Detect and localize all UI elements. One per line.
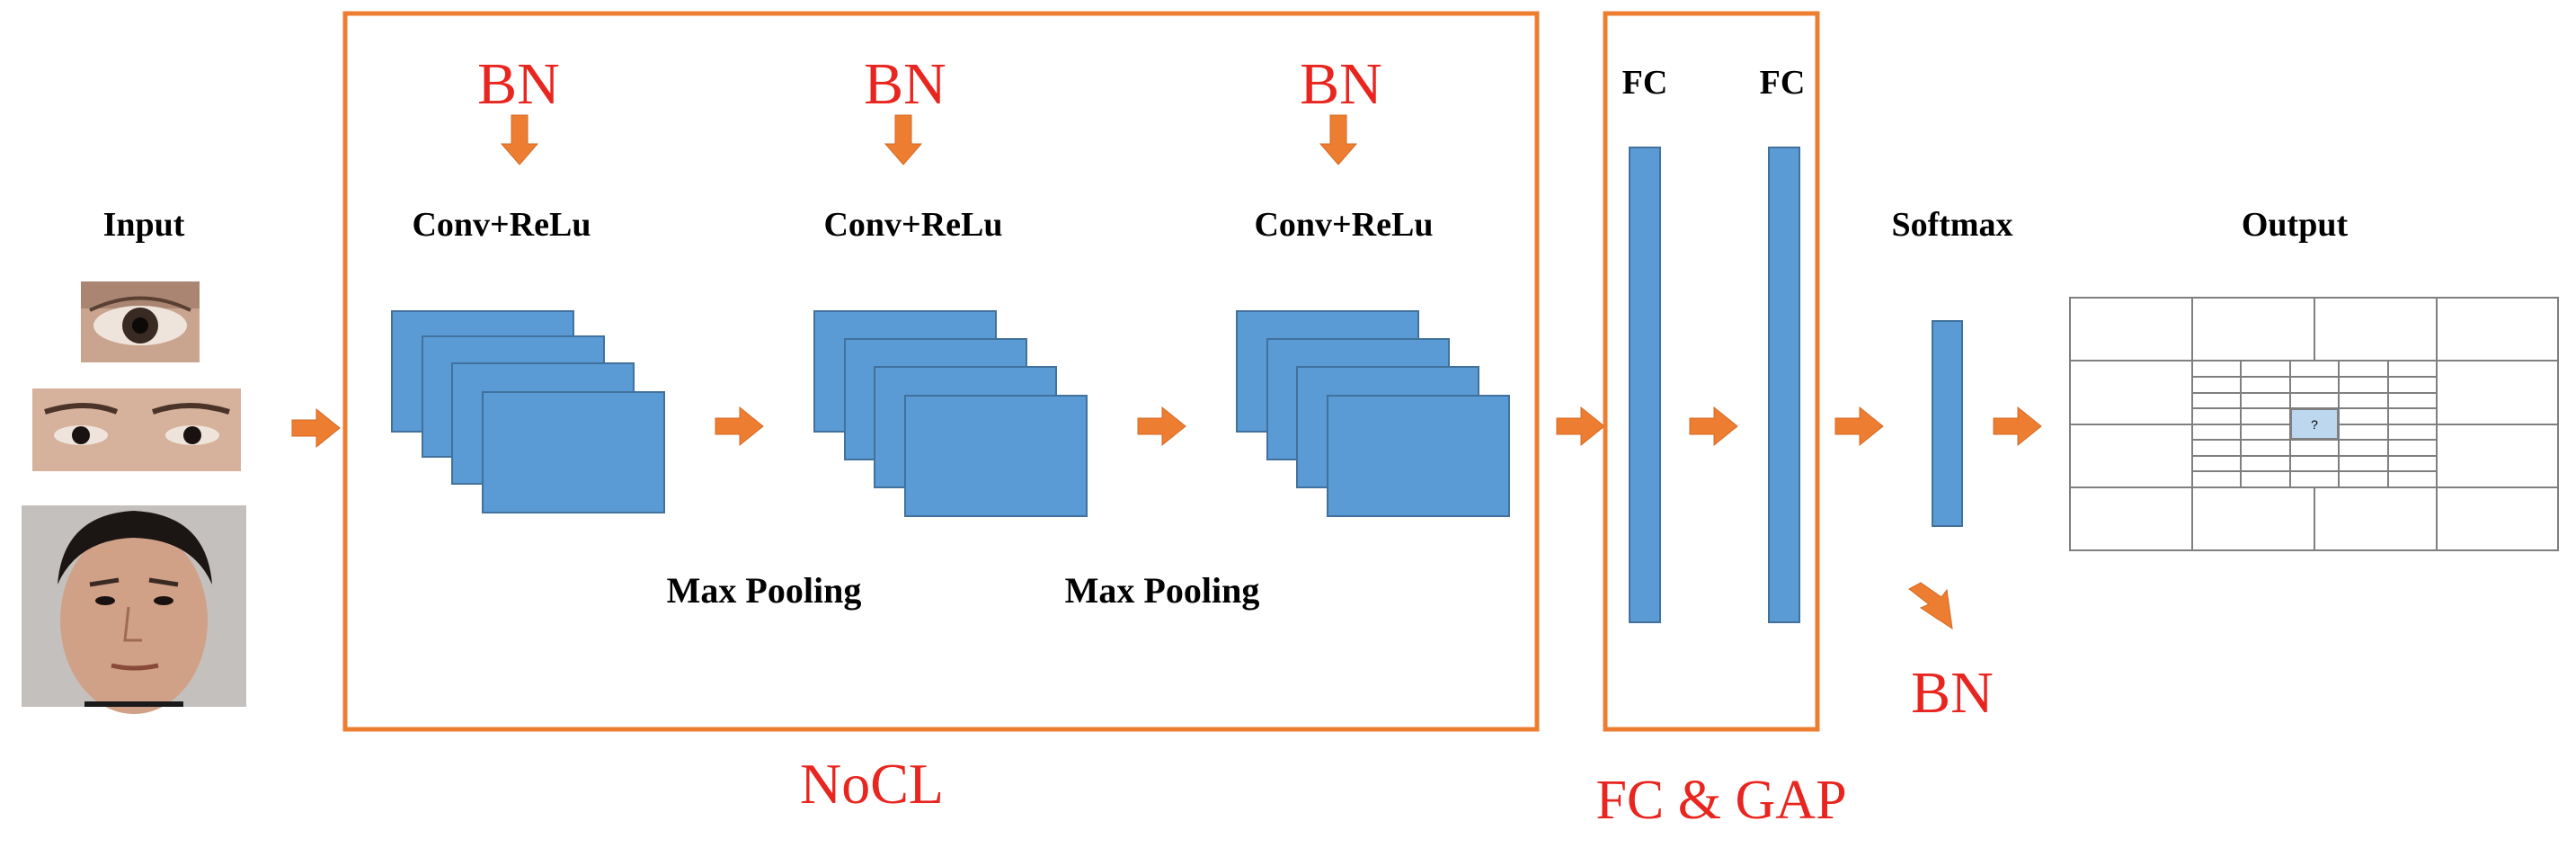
input-label: Input [103, 206, 185, 244]
output-highlight-cell [2290, 408, 2339, 440]
output-grid: ? [2069, 297, 2559, 551]
fc-gap-label: FC & GAP [1595, 770, 1846, 831]
arrow-fc-to-softmax-icon [1834, 406, 1884, 447]
arrow-nocl-to-fc-icon [1556, 406, 1605, 447]
conv-label-3: Conv+ReLu [1254, 206, 1433, 244]
nocl-frame [342, 11, 1540, 732]
feature-map-stack-1 [391, 310, 665, 513]
bn-label-3: BN [1300, 51, 1382, 117]
maxpool-label-1: Max Pooling [667, 570, 862, 611]
softmax-label: Softmax [1891, 206, 2012, 244]
face-photo-icon [22, 505, 246, 714]
bn-label-2: BN [864, 51, 946, 117]
bn-arrow-1-icon [500, 114, 539, 165]
output-label: Output [2242, 206, 2349, 244]
arrow-fc1-to-fc2-icon [1689, 406, 1738, 447]
feature-map-stack-2 [813, 310, 1088, 517]
maxpool-label-2: Max Pooling [1065, 570, 1260, 611]
fc-gap-frame [1603, 11, 1820, 732]
arrow-stack1-to-stack2-icon [715, 406, 764, 447]
feature-map-stack-3 [1236, 310, 1510, 517]
bn-arrow-3-icon [1319, 114, 1358, 165]
arrow-input-to-nocl-icon [291, 407, 341, 449]
bn-label-1: BN [477, 51, 560, 117]
conv-label-2: Conv+ReLu [823, 206, 1002, 244]
softmax-layer [1932, 320, 1963, 527]
arrow-stack2-to-stack3-icon [1137, 406, 1186, 447]
output-cell-mark: ? [2311, 417, 2318, 432]
single-eye-photo-icon [81, 281, 200, 362]
fc-layer-1 [1629, 147, 1661, 623]
bn-arrow-4-icon [1908, 582, 1953, 630]
nocl-label: NoCL [800, 752, 944, 816]
bn-arrow-2-icon [884, 114, 923, 165]
both-eyes-photo-icon [32, 388, 241, 471]
fc-layer-2 [1768, 147, 1800, 623]
conv-label-1: Conv+ReLu [412, 206, 591, 244]
fc-label-1: FC [1622, 64, 1668, 102]
arrow-softmax-to-output-icon [1993, 406, 2042, 447]
fc-label-2: FC [1760, 64, 1806, 102]
bn-label-4: BN [1911, 660, 1994, 726]
